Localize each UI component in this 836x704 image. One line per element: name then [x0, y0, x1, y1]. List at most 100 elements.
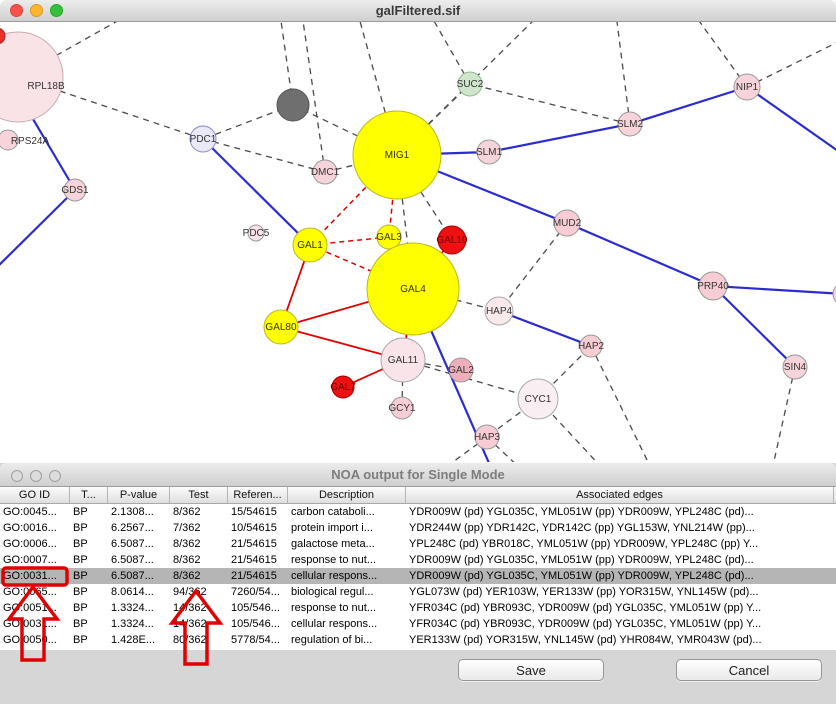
graph-node-sin4[interactable]	[782, 354, 808, 380]
graph-node-pdc5[interactable]	[247, 224, 265, 242]
column-header-edges[interactable]: Associated edges	[406, 487, 834, 503]
cell-test: 7/362	[173, 522, 201, 534]
graph-node-rps24a[interactable]	[0, 129, 19, 151]
graph-node-hap3[interactable]	[474, 424, 500, 450]
cell-go_id: GO:0045...	[3, 506, 57, 518]
graph-node-gal80[interactable]	[263, 309, 299, 345]
cell-type: BP	[73, 602, 88, 614]
cell-type: BP	[73, 538, 88, 550]
zoom-button[interactable]	[49, 470, 61, 482]
cell-reference: 7260/54...	[231, 586, 280, 598]
graph-node-slm2[interactable]	[617, 111, 643, 137]
cell-edges: YDR009W (pd) YGL035C, YML051W (pp) YDR00…	[409, 506, 754, 518]
graph-edge	[469, 83, 631, 125]
close-button[interactable]	[10, 4, 23, 17]
cell-p_value: 1.428E...	[111, 634, 156, 646]
graph-node-label: RPS24A	[11, 136, 50, 147]
cell-description: galactose meta...	[291, 538, 375, 550]
cell-p_value: 2.1308...	[111, 506, 154, 518]
graph-node-hap4[interactable]	[484, 296, 514, 326]
graph-node-gal2[interactable]	[448, 357, 474, 383]
graph-node-mig1[interactable]	[352, 110, 442, 200]
graph-node-graynode[interactable]	[276, 88, 310, 122]
graph-edge	[616, 22, 631, 125]
graph-node-mud2[interactable]	[553, 209, 581, 237]
graph-node-label: SIN4	[784, 362, 807, 373]
graph-window-titlebar[interactable]: galFiltered.sif	[0, 0, 836, 22]
graph-node-cyc1[interactable]	[517, 378, 559, 420]
graph-node-nip1[interactable]	[733, 73, 761, 101]
graph-node-gal11[interactable]	[380, 337, 426, 383]
cell-reference: 21/54615	[231, 538, 277, 550]
graph-node-label: PRP40	[697, 281, 729, 292]
minimize-button[interactable]	[30, 4, 43, 17]
cell-p_value: 6.5087...	[111, 554, 154, 566]
cell-go_id: GO:0016...	[3, 522, 57, 534]
cell-go_id: GO:0031...	[3, 618, 57, 630]
cell-reference: 5778/54...	[231, 634, 280, 646]
cell-edges: YFR034C (pd) YBR093C, YDR009W (pd) YGL03…	[409, 602, 762, 614]
graph-node-label: CYC1	[525, 394, 552, 405]
graph-node-suc2[interactable]	[457, 71, 483, 97]
save-button[interactable]: Save	[458, 659, 604, 681]
graph-node-clipright[interactable]	[832, 283, 836, 305]
column-header-reference[interactable]: Referen...	[228, 487, 288, 503]
cell-type: BP	[73, 634, 88, 646]
network-svg[interactable]: RPL18BRPS24AGDS1PDC1DMC1MIG1SUC2SLM1SLM2…	[0, 22, 836, 462]
graph-node-slm1[interactable]	[476, 139, 502, 165]
zoom-button[interactable]	[50, 4, 63, 17]
cell-go_id: GO:0031...	[3, 570, 57, 582]
graph-node-dmc1[interactable]	[312, 159, 338, 185]
cell-description: cellular respons...	[291, 570, 378, 582]
column-header-description[interactable]: Description	[288, 487, 406, 503]
graph-node-gal3[interactable]	[376, 224, 402, 250]
graph-node-prp40[interactable]	[698, 271, 728, 301]
graph-node-pdc1[interactable]	[189, 125, 217, 153]
cell-p_value: 1.3324...	[111, 618, 154, 630]
minimize-button[interactable]	[30, 470, 42, 482]
graph-node-label: HAP3	[474, 432, 501, 443]
column-header-test[interactable]: Test	[170, 487, 228, 503]
graph-edge	[699, 22, 748, 88]
column-header-go_id[interactable]: GO ID	[0, 487, 70, 503]
graph-node-gal10[interactable]	[437, 225, 467, 255]
graph-node-gal7[interactable]	[331, 375, 355, 399]
cell-p_value: 6.5087...	[111, 570, 154, 582]
graph-node-gds1[interactable]	[63, 178, 87, 202]
graph-node-gcy1[interactable]	[390, 396, 414, 420]
cell-type: BP	[73, 570, 88, 582]
graph-node-label: RPL18B	[27, 81, 65, 92]
graph-node-rednub[interactable]	[0, 28, 6, 44]
cell-edges: YPL248C (pd) YBR018C, YML051W (pp) YDR00…	[409, 538, 759, 550]
graph-node-label: GAL10	[436, 235, 468, 246]
graph-node-label: GAL7	[330, 382, 356, 393]
column-header-type[interactable]: T...	[70, 487, 108, 503]
cell-type: BP	[73, 522, 88, 534]
cell-edges: YGL073W (pd) YER103W, YER133W (pp) YOR31…	[409, 586, 759, 598]
graph-node-label: GDS1	[61, 185, 89, 196]
graph-node-label: PDC5	[243, 228, 270, 239]
close-button[interactable]	[11, 470, 23, 482]
graph-node-gal4[interactable]	[366, 242, 460, 336]
graph-node-hap2[interactable]	[579, 334, 603, 358]
graph-node-gal1[interactable]	[292, 227, 328, 263]
cancel-button[interactable]: Cancel	[676, 659, 822, 681]
cell-reference: 21/54615	[231, 554, 277, 566]
column-header-p_value[interactable]: P-value	[108, 487, 170, 503]
graph-node-label: HAP4	[486, 306, 513, 317]
noa-window-titlebar[interactable]: NOA output for Single Mode	[0, 463, 836, 487]
traffic-lights-inactive	[11, 469, 61, 482]
graph-node-rpl18b[interactable]	[0, 31, 64, 123]
